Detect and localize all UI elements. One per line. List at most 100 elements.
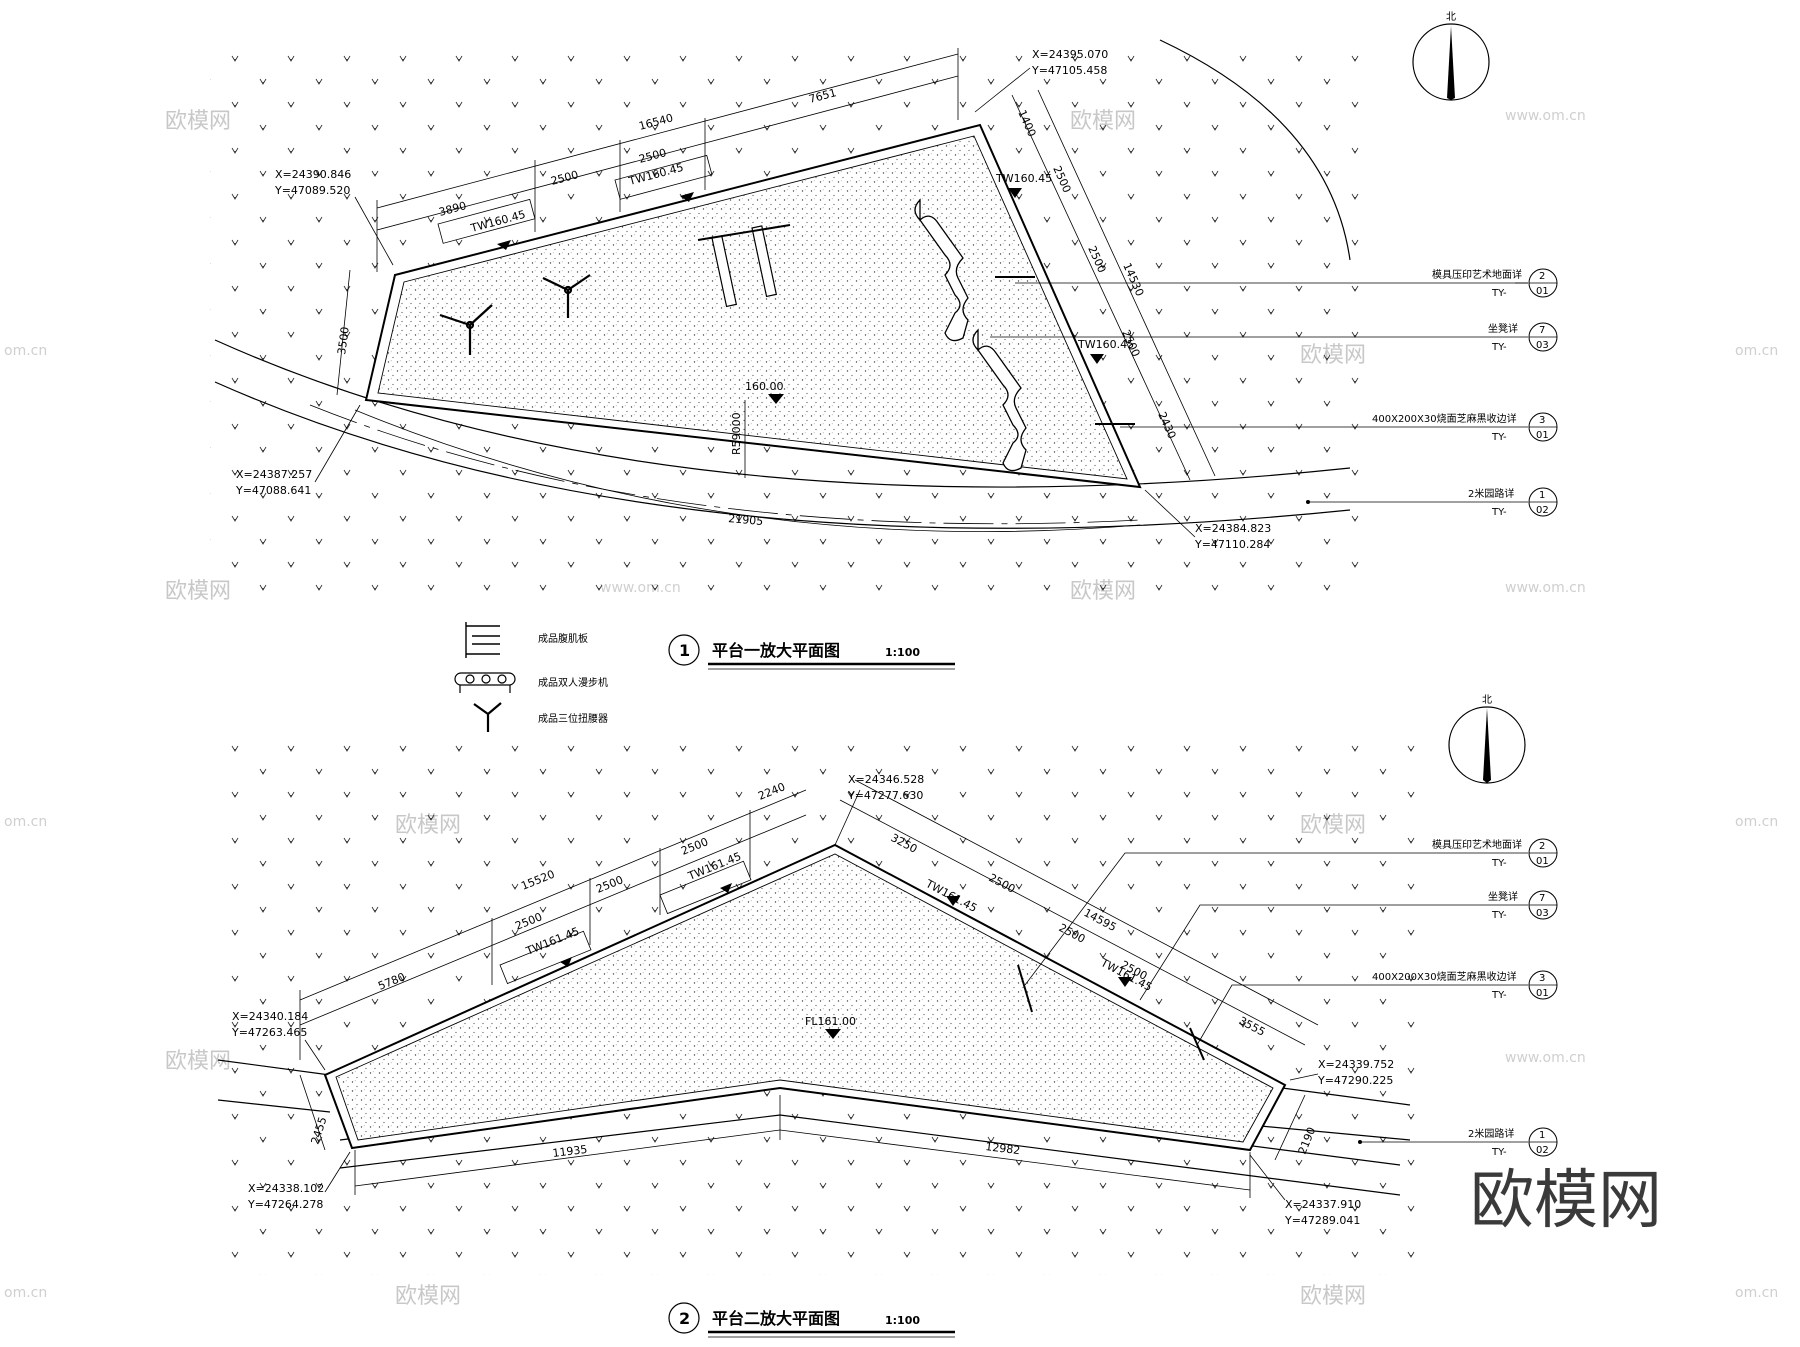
dim-label: 21905 xyxy=(728,512,764,528)
platform-1-paving xyxy=(377,135,1128,480)
title-number: 1 xyxy=(679,641,690,660)
waist-twister-icon xyxy=(439,274,591,355)
north-arrow-icon: 北 xyxy=(1448,694,1526,784)
callout-label: 坐凳详 xyxy=(1488,890,1518,903)
dim-label: 3500 xyxy=(335,326,352,356)
leader-line xyxy=(304,1039,326,1071)
leader-line xyxy=(1249,1154,1286,1201)
section-tick xyxy=(1017,964,1033,1013)
leader-line xyxy=(354,196,394,266)
title-scale: 1:100 xyxy=(885,646,920,659)
watermark-site: om.cn xyxy=(1735,1285,1778,1301)
watermark-site: om.cn xyxy=(1735,814,1778,830)
title-number: 2 xyxy=(679,1309,690,1328)
coordinate-x: X=24340.184 xyxy=(232,1010,308,1023)
walker-icon xyxy=(454,672,516,693)
plan-1-title: 1 平台一放大平面图 1:100 xyxy=(668,634,955,670)
north-label: 北 xyxy=(1446,11,1456,23)
callout-label: 400X200X30烧面芝麻黑收边详 xyxy=(1372,970,1517,983)
boundary-arc xyxy=(1159,39,1351,261)
svg-text:TW160.45: TW160.45 xyxy=(1077,338,1134,351)
level-marker: TW160.45 xyxy=(1077,338,1134,364)
legend: 成品腹肌板 成品双人漫步机 成品三位扭腰器 xyxy=(454,622,608,732)
north-label: 北 xyxy=(1482,694,1492,706)
title-text: 平台二放大平面图 xyxy=(712,1309,840,1328)
watermark-site: om.cn xyxy=(4,1285,47,1301)
plan2-bottom-dimension xyxy=(354,1095,1251,1198)
coordinate-x: X=24384.823 xyxy=(1195,522,1271,535)
callout-group: 坐凳详 TY- 7 03 xyxy=(990,322,1558,353)
callout-label: 2米园路详 xyxy=(1468,487,1514,500)
brand-logo-text: 欧模网 xyxy=(1470,1164,1662,1238)
coordinate-y: Y=47290.225 xyxy=(1317,1074,1393,1087)
waist-twister-icon xyxy=(473,702,502,732)
callout-group: 模具压印艺术地面详 TY- 2 01 xyxy=(1024,838,1558,986)
callout-sheet: 01 xyxy=(1536,286,1549,297)
legend-label: 成品双人漫步机 xyxy=(538,676,608,689)
callout-label: 2米园路详 xyxy=(1468,1127,1514,1140)
legend-label: 成品腹肌板 xyxy=(538,632,588,645)
callout-label: 坐凳详 xyxy=(1488,322,1518,335)
callout-label: 模具压印艺术地面详 xyxy=(1432,268,1522,281)
callout-number: 1 xyxy=(1539,1130,1545,1141)
callout-number: 2 xyxy=(1539,841,1545,852)
callout-ref: TY- xyxy=(1491,342,1507,353)
callout-sheet: 02 xyxy=(1536,1145,1549,1156)
level-marker: 160.00 xyxy=(745,380,784,404)
callout-group: 坐凳详 TY- 7 03 xyxy=(1139,890,1558,1001)
coordinate-y: Y=47277.630 xyxy=(847,789,923,802)
callout-number: 3 xyxy=(1539,973,1545,984)
dim-line xyxy=(336,269,351,396)
callout-ref: TY- xyxy=(1491,432,1507,443)
plan2-top-dimension xyxy=(299,789,807,1060)
leader-line xyxy=(834,789,861,846)
callout-label: 400X200X30烧面芝麻黑收边详 xyxy=(1372,412,1517,425)
leader-line xyxy=(1144,489,1196,538)
callout-group: 模具压印艺术地面详 TY- 2 01 xyxy=(1015,268,1558,299)
coordinate-x: X=24339.752 xyxy=(1318,1058,1394,1071)
watermark-site: www.om.cn xyxy=(1505,108,1586,124)
leader-line xyxy=(314,404,361,483)
callout-ref: TY- xyxy=(1491,858,1507,869)
leader-line xyxy=(1289,1073,1319,1081)
legend-item: 成品三位扭腰器 xyxy=(473,702,608,732)
callout-group: 400X200X30烧面芝麻黑收边详 TY- 3 01 xyxy=(1196,970,1558,1046)
callout-number: 3 xyxy=(1539,415,1545,426)
legend-item: 成品腹肌板 xyxy=(465,622,588,658)
platform-2-paving xyxy=(335,853,1274,1143)
callout-sheet: 03 xyxy=(1536,908,1549,919)
dim-label: 11935 xyxy=(552,1143,588,1160)
svg-text:TW160.45: TW160.45 xyxy=(995,172,1052,185)
dim-line xyxy=(1274,1094,1306,1161)
watermark-site: om.cn xyxy=(4,814,47,830)
dim-label: 12982 xyxy=(985,1140,1021,1157)
sit-up-bench-icon xyxy=(697,224,791,308)
callout-sheet: 02 xyxy=(1536,505,1549,516)
plan-2: 15520 2240 2500 2500 2500 5780 3250 2500… xyxy=(215,694,1558,1338)
level-marker: FL161.00 xyxy=(805,1015,856,1039)
watermark-site: om.cn xyxy=(4,343,47,359)
coordinate-x: X=24395.070 xyxy=(1032,48,1108,61)
callout-sheet: 01 xyxy=(1536,430,1549,441)
section-tick xyxy=(1189,1027,1205,1061)
callout-group: 2米园路详 TY- 1 02 xyxy=(1358,1127,1558,1158)
plan-2-title: 2 平台二放大平面图 1:100 xyxy=(668,1302,955,1338)
level-marker: TW160.45 xyxy=(995,172,1052,198)
callout-ref: TY- xyxy=(1491,507,1507,518)
coordinate-x: X=24387.257 xyxy=(236,468,312,481)
callout-number: 7 xyxy=(1539,893,1545,904)
coordinate-y: Y=47264.278 xyxy=(247,1198,323,1211)
walker-icon xyxy=(914,198,1027,472)
leader-line xyxy=(974,67,1031,113)
svg-text:FL161.00: FL161.00 xyxy=(805,1015,856,1028)
watermark-brand: 欧模网 xyxy=(395,1284,461,1309)
coordinate-x: X=24338.102 xyxy=(248,1182,324,1195)
dim-line xyxy=(354,409,1141,532)
north-arrow-icon: 北 xyxy=(1412,11,1490,101)
svg-text:160.00: 160.00 xyxy=(745,380,784,393)
callout-ref: TY- xyxy=(1491,990,1507,1001)
callout-sheet: 03 xyxy=(1536,340,1549,351)
dim-line xyxy=(299,1074,326,1151)
coordinate-y: Y=47089.520 xyxy=(274,184,350,197)
